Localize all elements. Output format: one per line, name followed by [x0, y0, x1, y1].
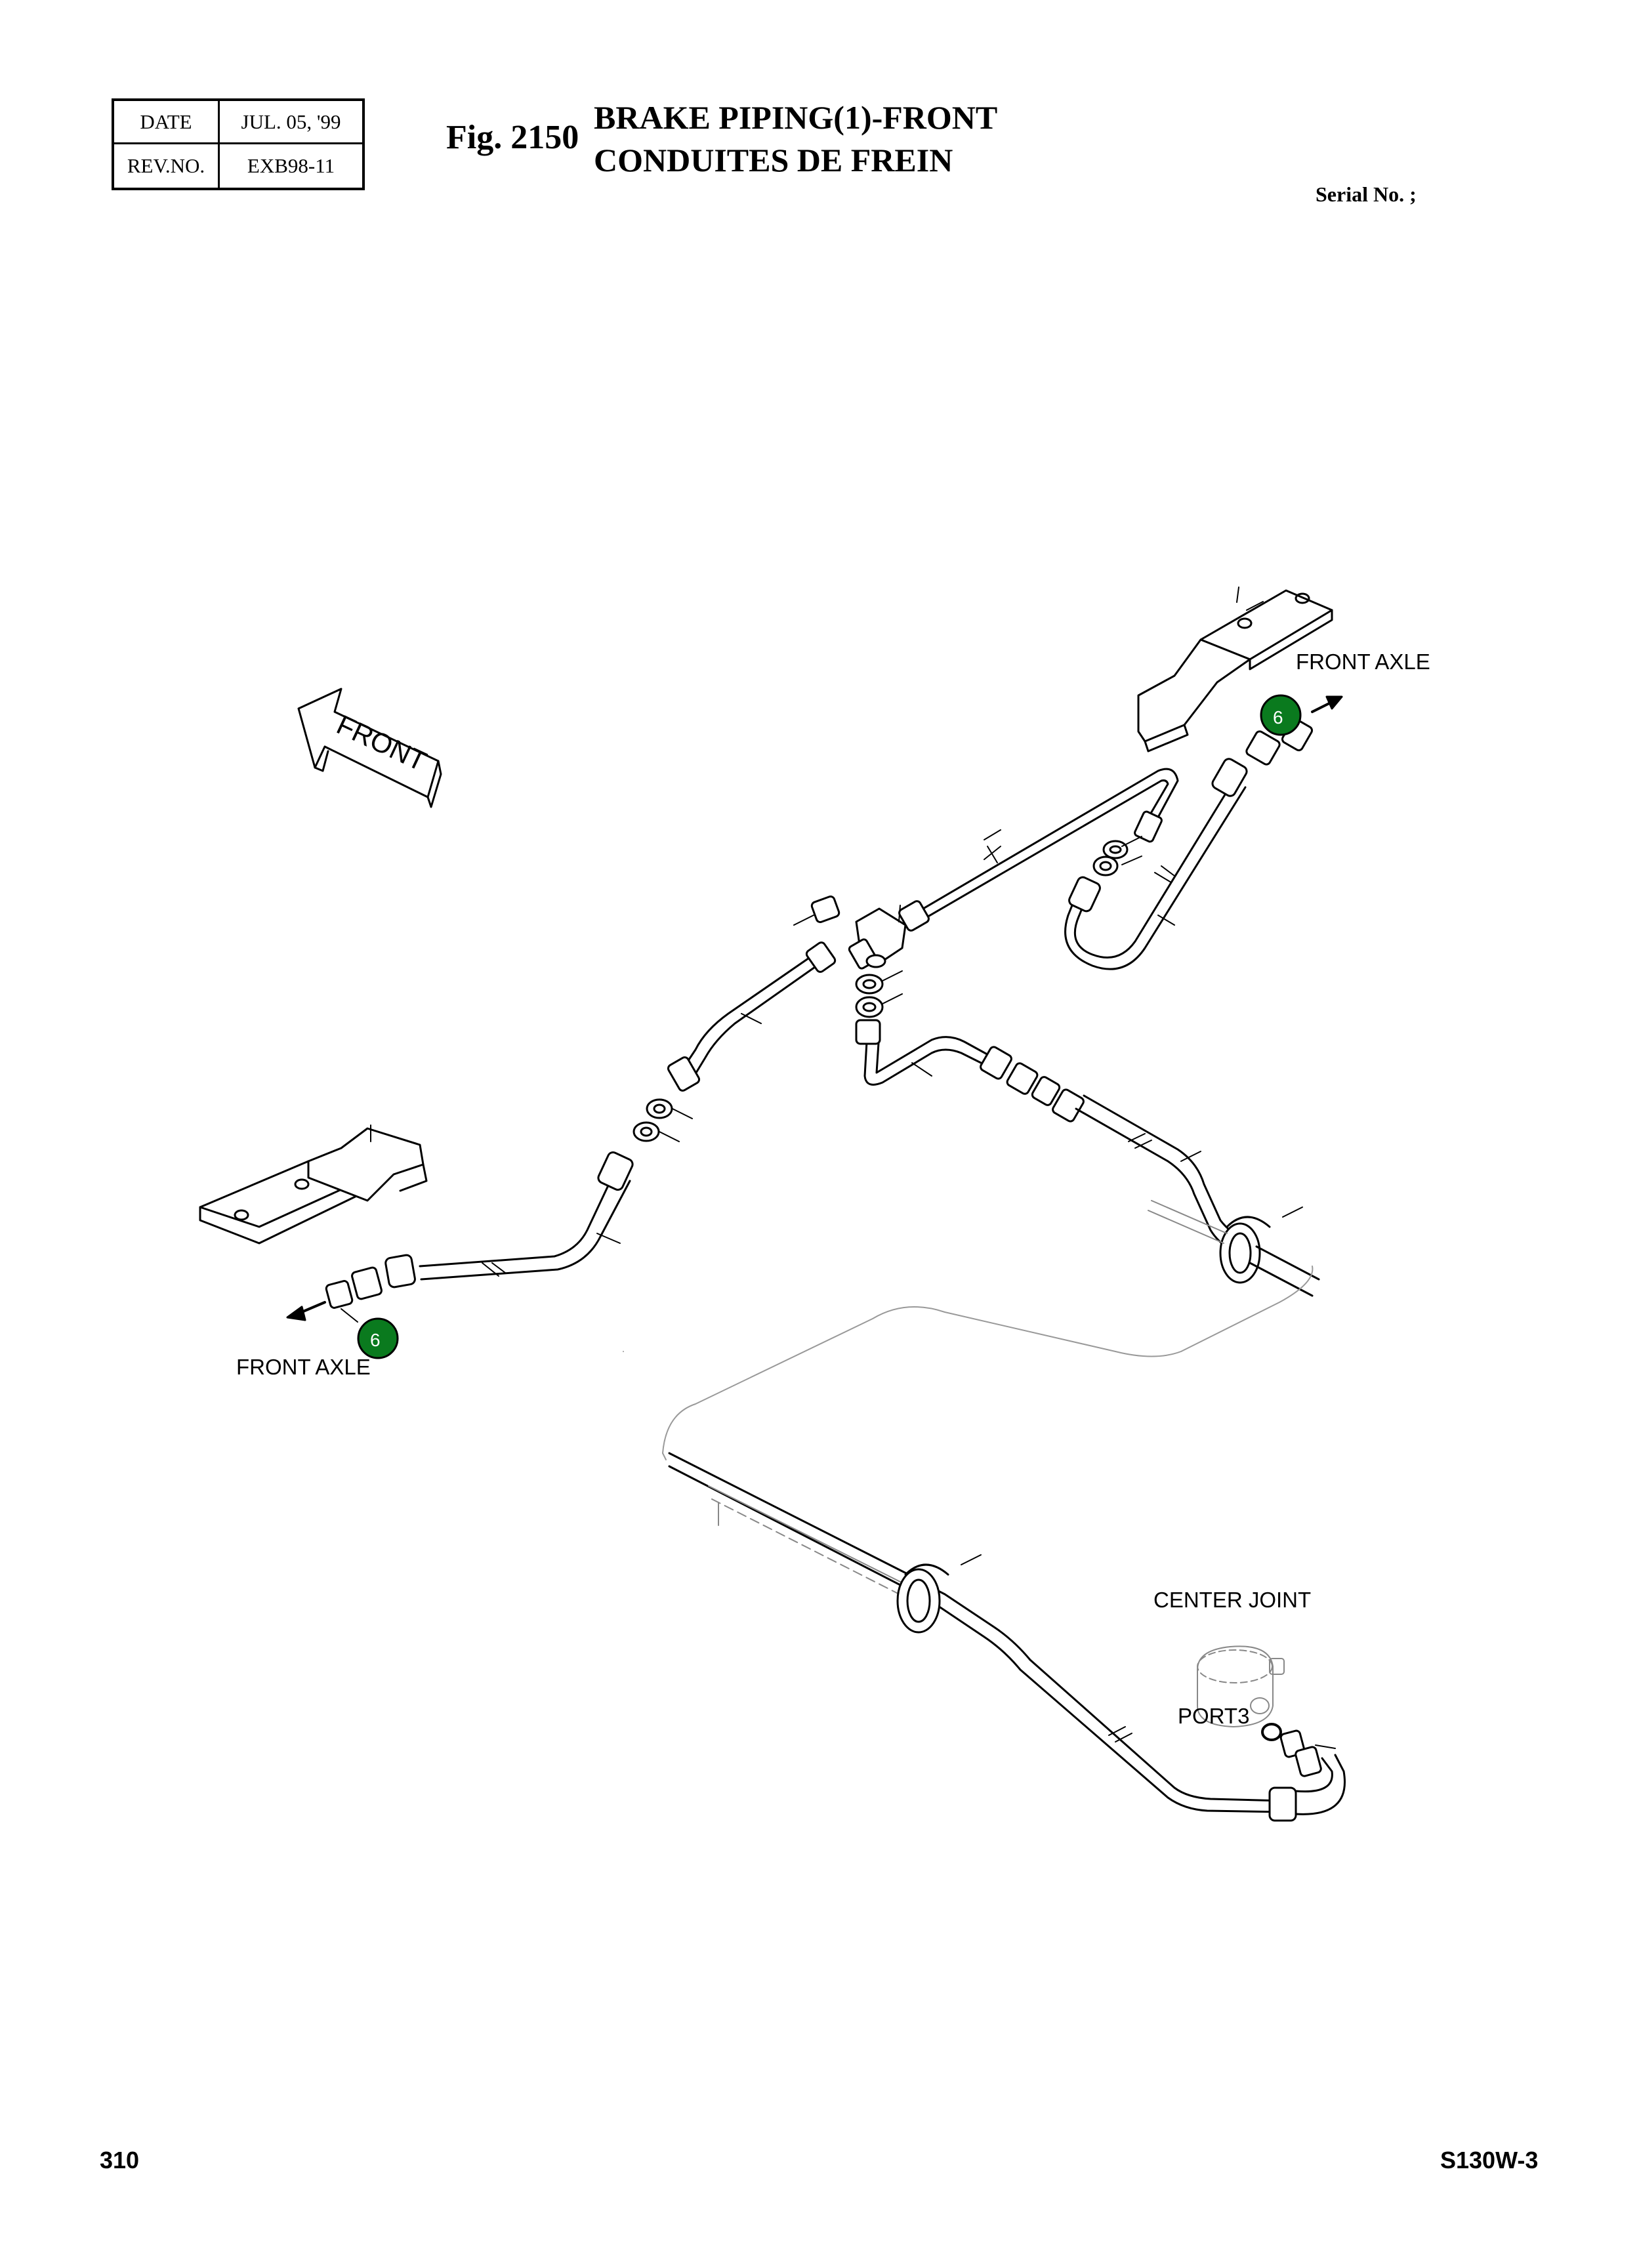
- washers-left: [633, 1098, 693, 1142]
- pipe-center-short: [855, 1019, 1012, 1086]
- front-axle-label-left: FRONT AXLE: [236, 1355, 371, 1379]
- figure-number: Fig. 2150: [446, 119, 579, 156]
- front-axle-label-right: FRONT AXLE: [1296, 649, 1430, 674]
- frame-outline: [623, 1266, 1314, 1460]
- bracket-upper-right: [1137, 587, 1333, 753]
- tee-fitting: [793, 895, 907, 970]
- revision-table: DATE JUL. 05, '99 REV.NO. EXB98-11: [112, 98, 365, 190]
- bracket-lower-left: [199, 1124, 428, 1245]
- title-english: BRAKE PIPING(1)-FRONT: [594, 99, 998, 136]
- port-label: PORT3: [1178, 1704, 1250, 1728]
- date-label: DATE: [114, 101, 218, 144]
- center-joint-label: CENTER JOINT: [1153, 1588, 1312, 1612]
- model-number: S130W-3: [1440, 2147, 1539, 2174]
- title-french: CONDUITES DE FREIN: [594, 142, 953, 178]
- pipe-left-upper: [667, 941, 837, 1092]
- callout-badge-left: 6: [357, 1317, 399, 1359]
- serial-number: Serial No. ;: [1316, 182, 1417, 206]
- callout-badge-right: 6: [1260, 694, 1302, 736]
- washers-center: [855, 970, 903, 1018]
- washers-upper-right: [1092, 836, 1142, 876]
- date-value: JUL. 05, '99: [218, 101, 362, 144]
- pipe-upper-long: [898, 768, 1179, 932]
- fittings-center: [1006, 1062, 1085, 1123]
- hose-right-lower: [1075, 1094, 1320, 1297]
- hose-left-lower: [384, 1151, 634, 1289]
- front-direction-arrow: [297, 688, 442, 808]
- rev-value: EXB98-11: [218, 144, 362, 188]
- page-number: 310: [100, 2147, 140, 2174]
- svg-text:6: 6: [1273, 707, 1283, 728]
- fitting-lower-left: [286, 1266, 383, 1323]
- svg-text:6: 6: [370, 1330, 381, 1350]
- fitting-upper-right: [1245, 695, 1343, 766]
- hose-upper-right: [1064, 758, 1248, 970]
- rev-label: REV.NO.: [127, 154, 205, 177]
- pipe-lower-long: [668, 1452, 1346, 1822]
- center-joint: [1197, 1645, 1336, 1777]
